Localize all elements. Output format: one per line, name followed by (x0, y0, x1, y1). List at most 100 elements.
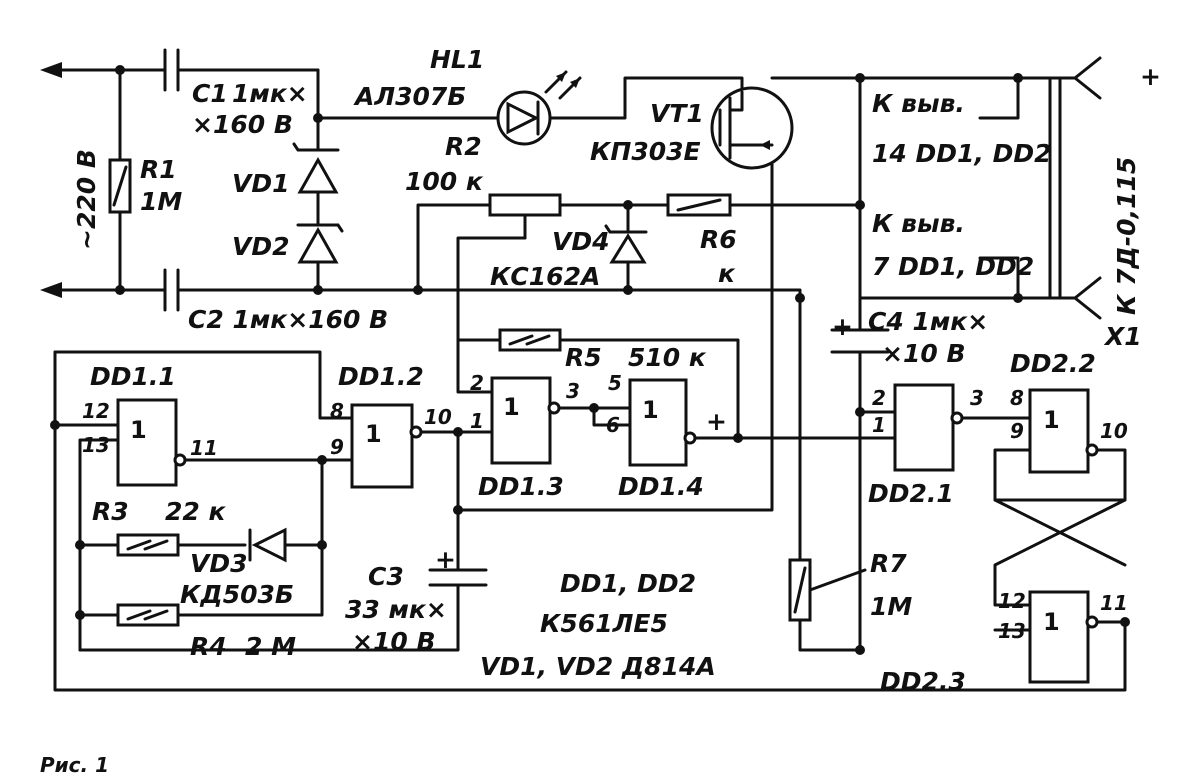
label-vd3-ref: VD3 (190, 549, 248, 578)
label-dd13: DD1.3 (478, 472, 564, 501)
gate-dd14: 1 (628, 378, 697, 467)
label-c3-value: 33 мк× (345, 595, 447, 624)
gate-dd22: 1 (1028, 388, 1099, 474)
capacitor-c2 (163, 268, 180, 312)
label-vd3-type: КД503Б (180, 580, 294, 609)
gate-dd12-symbol: 1 (365, 420, 382, 448)
label-vt1-type: КП303Е (590, 137, 701, 166)
gate-dd23: 1 (1028, 590, 1099, 684)
note-pin7-title: К выв. (872, 209, 965, 238)
pin-dd21-in-b: 1 (872, 413, 886, 437)
label-dd12: DD1.2 (338, 362, 424, 391)
pin-dd23-in-b: 13 (998, 619, 1026, 643)
label-vd4-type: КС162А (490, 262, 600, 291)
label-r4-value: 2 М (245, 632, 296, 661)
label-r3-ref: R3 (92, 497, 129, 526)
label-r3-value: 22 к (165, 497, 226, 526)
gate-dd11-symbol: 1 (130, 416, 147, 444)
note-pin7-chips: 7 DD1, DD2 (872, 252, 1034, 281)
zener-vd2 (296, 223, 344, 264)
pin-dd22-in-a: 8 (1010, 386, 1024, 410)
label-vd2: VD2 (232, 232, 290, 261)
label-r5-ref: R5 (565, 343, 602, 372)
note-pin14-title: К выв. (872, 89, 965, 118)
pin-dd11-in-a: 12 (82, 399, 110, 423)
zener-vd4 (604, 224, 648, 264)
parts-list-chips: DD1, DD2 (560, 569, 696, 598)
label-c3-ref: C3 (368, 562, 404, 591)
polarity-marks: + + + + (435, 62, 1161, 574)
label-dd23: DD2.3 (880, 667, 966, 696)
label-c4-value: C4 1мк× (868, 307, 988, 336)
junction-dots (50, 65, 1130, 655)
resistor-r6 (666, 193, 732, 217)
pin-dd22-out: 10 (1100, 419, 1128, 443)
pin-dd22-in-b: 9 (1010, 419, 1024, 443)
polarity-x1: + (1140, 62, 1161, 91)
label-vd4-ref: VD4 (552, 227, 610, 256)
output-x1 (1073, 56, 1102, 320)
figure-caption: Рис. 1 (40, 753, 109, 777)
gate-dd14-symbol: 1 (642, 396, 659, 424)
parts-list: DD1, DD2 К561ЛЕ5 VD1, VD2 Д814А (480, 569, 716, 681)
diode-vd3 (248, 527, 287, 563)
label-input-voltage: ~220 В (72, 149, 101, 250)
power-notes: К выв. 14 DD1, DD2 К выв. 7 DD1, DD2 (872, 89, 1052, 281)
label-r7-value: 1М (870, 592, 912, 621)
label-c1-ref: C1 (192, 79, 228, 108)
pin-dd12-in-b: 9 (330, 435, 344, 459)
pin-dd12-out: 10 (424, 405, 452, 429)
parts-list-chip-type: К561ЛЕ5 (540, 609, 668, 638)
label-x1-type: К 7Д-0,115 (1112, 157, 1141, 315)
pin-dd13-in-a: 2 (470, 371, 484, 395)
pin-dd13-out: 3 (566, 379, 580, 403)
pin-dd23-in-a: 12 (998, 589, 1026, 613)
label-c2: C2 1мк×160 В (188, 305, 388, 334)
gate-dd12: 1 (350, 403, 423, 489)
polarity-c3: + (435, 545, 456, 574)
resistor-r2 (488, 193, 562, 240)
gate-dd22-symbol: 1 (1043, 406, 1060, 434)
pin-dd21-in-a: 2 (872, 386, 886, 410)
label-c3-voltage: ×10 В (352, 627, 436, 656)
label-x1-ref: X1 (1103, 322, 1142, 351)
transistor-vt1 (710, 86, 794, 170)
label-hl1-type: АЛ307Б (353, 82, 466, 111)
resistor-r5 (498, 328, 562, 352)
label-r5-value: 510 к (628, 343, 707, 372)
pin-dd23-out: 11 (1100, 591, 1128, 615)
resistor-r3 (116, 533, 180, 557)
label-dd21: DD2.1 (868, 479, 954, 508)
label-hl1-ref: HL1 (430, 45, 484, 74)
label-c1-value: 1мк× (232, 79, 308, 108)
polarity-c4: + (832, 312, 853, 341)
pin-dd21-out: 3 (970, 386, 984, 410)
label-r2-ref: R2 (445, 132, 482, 161)
label-dd11: DD1.1 (90, 362, 176, 391)
polarity-dd14-out: + (706, 407, 727, 436)
gate-labels: DD1.1 DD1.2 DD1.3 DD1.4 DD2.1 DD2.2 DD2.… (90, 349, 1096, 696)
label-r6-ref: R6 (700, 225, 737, 254)
label-r6-value: к (718, 259, 736, 288)
pin-dd11-in-b: 13 (82, 433, 110, 457)
label-dd22: DD2.2 (1010, 349, 1096, 378)
label-r2-value: 100 к (405, 167, 484, 196)
resistor-r4 (116, 603, 180, 627)
led-hl1 (496, 70, 582, 146)
input-arrow-bottom (40, 282, 62, 298)
label-r4-ref: R4 (190, 632, 227, 661)
note-pin14-chips: 14 DD1, DD2 (872, 139, 1052, 168)
pin-dd14-in-a: 5 (608, 371, 622, 395)
pin-dd14-in-b: 6 (606, 413, 620, 437)
label-dd14: DD1.4 (618, 472, 704, 501)
label-vd1: VD1 (232, 169, 290, 198)
gate-dd21 (893, 383, 964, 472)
label-r7-ref: R7 (870, 549, 907, 578)
parts-list-diodes: VD1, VD2 Д814А (480, 652, 716, 681)
label-c1-voltage: ×160 В (192, 110, 293, 139)
label-c4-voltage: ×10 В (882, 339, 966, 368)
gate-dd13: 1 (490, 376, 561, 465)
component-labels: C1 1мк× ×160 В C2 1мк×160 В R1 1М VD1 VD… (92, 45, 1142, 661)
gate-dd23-symbol: 1 (1043, 608, 1060, 636)
pin-dd11-out: 11 (190, 436, 218, 460)
